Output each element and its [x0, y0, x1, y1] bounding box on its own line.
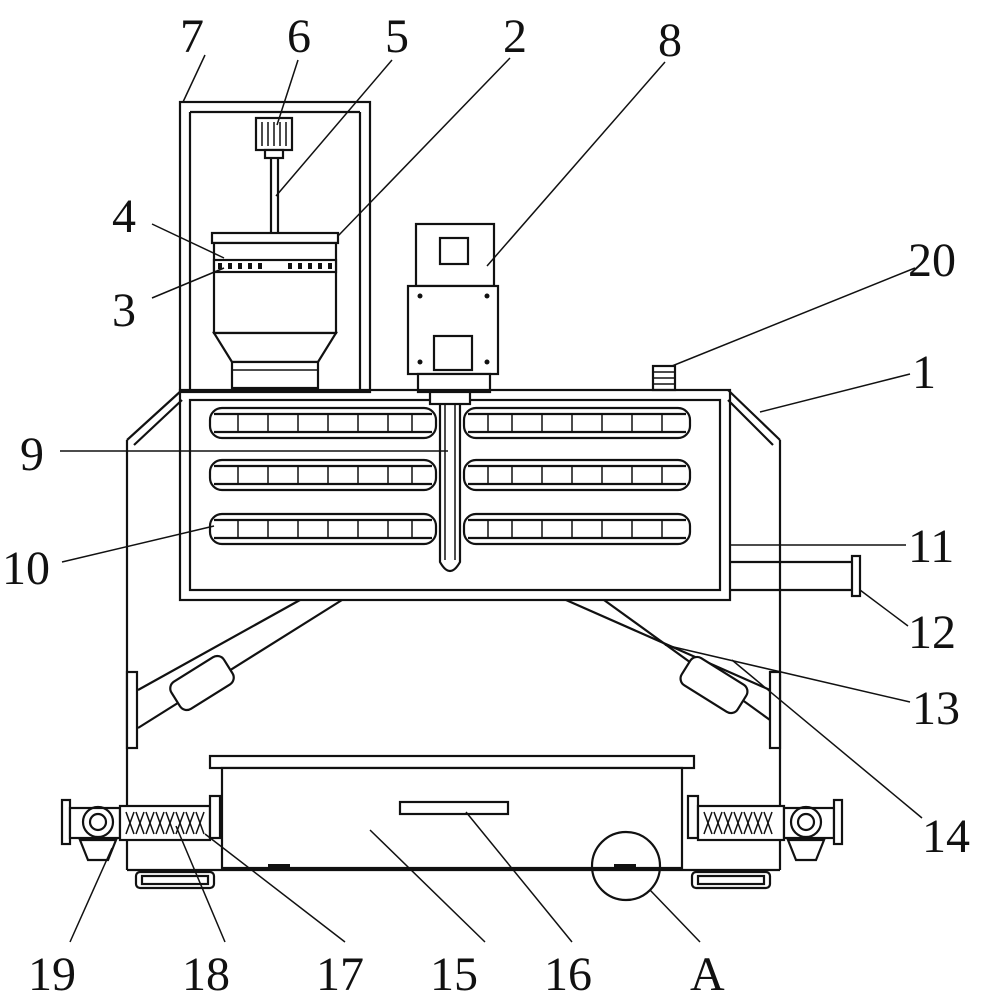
hopper: [210, 231, 340, 390]
discharge-pipe: [730, 554, 862, 598]
label-7: 7: [180, 10, 204, 63]
label-15: 15: [430, 948, 478, 1000]
label-1: 1: [912, 346, 936, 399]
leader-lines: [60, 54, 923, 943]
top-inlet-pipe: [651, 364, 677, 392]
filter-ring: [218, 263, 332, 269]
label-4: 4: [112, 190, 136, 243]
label-5: 5: [385, 10, 409, 63]
label-11: 11: [908, 520, 954, 573]
label-13: 13: [912, 682, 960, 735]
label-8: 8: [658, 14, 682, 67]
collection-drawer: [208, 754, 696, 870]
left-screw-assembly: [60, 794, 222, 890]
support-frame: [178, 100, 372, 394]
reference-numerals: 7 6 5 2 8 4 3 20 1 9 10 11 12 13 14 19 1…: [2, 10, 970, 1001]
detail-circle-a: [590, 830, 662, 902]
label-12: 12: [908, 606, 956, 659]
label-3: 3: [112, 284, 136, 337]
paddle-row-3: [208, 512, 692, 546]
label-16: 16: [544, 948, 592, 1000]
right-screw-assembly: [686, 794, 844, 890]
label-10: 10: [2, 542, 50, 595]
label-6: 6: [287, 10, 311, 63]
label-9: 9: [20, 428, 44, 481]
label-a: A: [690, 948, 725, 1000]
outer-housing: [125, 389, 782, 872]
label-20: 20: [908, 234, 956, 287]
label-19: 19: [28, 948, 76, 1000]
label-14: 14: [922, 810, 970, 863]
stirring-paddles: [208, 406, 692, 546]
label-17: 17: [316, 948, 364, 1000]
paddle-row-1: [208, 406, 692, 440]
left-support-strut: [125, 599, 343, 750]
label-2: 2: [503, 10, 527, 63]
paddle-row-2: [208, 458, 692, 492]
stirring-shaft: [428, 390, 472, 573]
mixing-motor: [406, 222, 500, 394]
label-18: 18: [182, 948, 230, 1000]
top-motor: [254, 116, 294, 160]
